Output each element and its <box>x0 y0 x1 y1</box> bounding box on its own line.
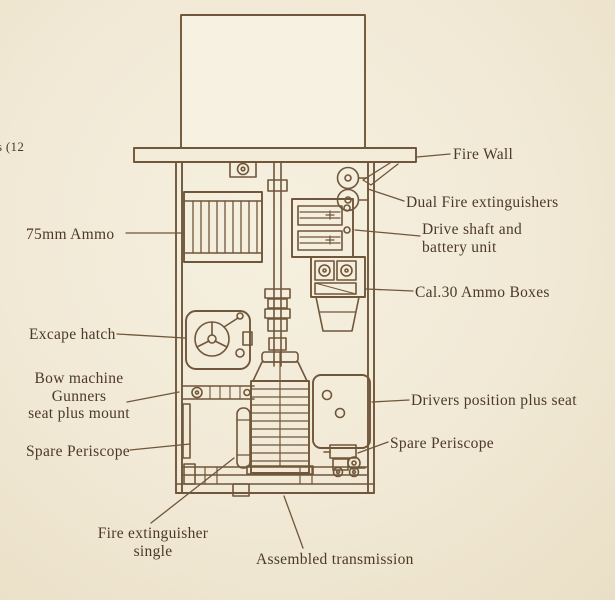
label-assembled-transmission: Assembled transmission <box>256 551 414 568</box>
label-75mm-ammo: 75mm Ammo <box>26 226 115 243</box>
label-fire-extinguisher-single: Fire extinguisher single <box>97 525 209 560</box>
bow-gunner-seat-shape <box>181 385 255 400</box>
turret-basket-shape <box>180 14 366 149</box>
label-drivers-position: Drivers position plus seat <box>411 392 577 409</box>
leader-bow-gunner <box>126 391 180 403</box>
leader-fire-wall <box>416 153 451 158</box>
leader-assembled-transmission <box>283 495 304 549</box>
leader-drivers-position <box>371 399 410 403</box>
leader-cal30-ammo <box>365 288 414 292</box>
escape-hatch-shape <box>185 310 253 370</box>
label-escape-hatch: Excape hatch <box>29 326 116 343</box>
label-fire-wall: Fire Wall <box>453 146 514 163</box>
cal30-ammo-boxes-shape <box>310 256 366 332</box>
partial-margin-text: s (12 <box>0 139 25 154</box>
leader-dual-fire-extinguishers <box>367 188 405 202</box>
leader-spare-periscope-right <box>357 441 389 454</box>
label-spare-periscope-right: Spare Periscope <box>390 435 494 452</box>
label-dual-fire-extinguishers: Dual Fire extinguishers <box>406 194 559 211</box>
leader-battery-unit <box>354 229 421 237</box>
single-fire-extinguisher-shape <box>236 407 251 469</box>
hull-shape <box>175 161 375 494</box>
label-bow-machine-gunner: Bow machine Gunners seat plus mount <box>28 370 130 422</box>
spare-periscope-left-shape <box>182 403 191 459</box>
label-drive-shaft-battery: Drive shaft and battery unit <box>422 221 523 256</box>
leader-fire-extinguisher-single <box>150 457 235 524</box>
drivers-position-shape <box>312 374 371 449</box>
leader-lines <box>116 153 451 549</box>
drive-shaft-shape <box>264 161 291 367</box>
label-cal30-ammo-boxes: Cal.30 Ammo Boxes <box>415 284 550 301</box>
battery-unit-shape <box>291 198 354 258</box>
spare-periscope-right-shape <box>323 444 366 471</box>
ammo-75mm-rack-shape <box>183 191 263 263</box>
leader-escape-hatch <box>116 333 186 339</box>
transmission-tower-shape <box>246 351 314 475</box>
leader-spare-periscope-left <box>129 443 191 451</box>
label-spare-periscope-left: Spare Periscope <box>26 443 130 460</box>
firewall-fitting-shape <box>229 161 257 178</box>
fire-wall-shape <box>133 147 417 163</box>
